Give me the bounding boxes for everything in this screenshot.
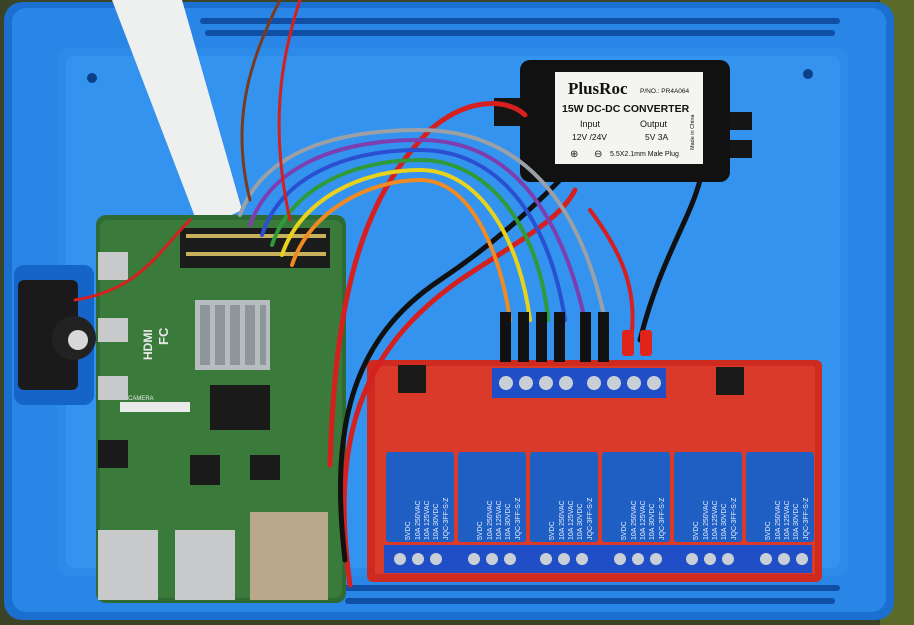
converter-output-label: Output [640,119,668,129]
camera-silkscreen: CAMERA [128,396,154,402]
converter-title: 15W DC-DC CONVERTER [562,103,690,115]
relay-2-label: 5VDC 10A 250VAC 10A 125VAC 10A 30VDC JQC… [477,497,522,540]
svg-text:10A 30VDC: 10A 30VDC [577,503,584,540]
svg-text:5VDC: 5VDC [765,521,772,540]
micro-hdmi-port-2 [98,376,128,400]
svg-text:10A 250VAC: 10A 250VAC [775,500,782,540]
svg-text:JQC-3FF-S-Z: JQC-3FF-S-Z [443,497,450,540]
svg-text:10A 30VDC: 10A 30VDC [505,503,512,540]
relay-1-label: 5VDC 10A 250VAC 10A 125VAC 10A 30VDC JQC… [405,497,450,540]
svg-text:JQC-3FF-S-Z: JQC-3FF-S-Z [659,497,666,540]
red-connectors [622,330,652,356]
svg-text:JQC-3FF-S-Z: JQC-3FF-S-Z [731,497,738,540]
svg-text:10A 250VAC: 10A 250VAC [559,500,566,540]
converter-output-value: 5V 3A [645,132,668,142]
converter-input-value: 12V /24V [572,132,607,142]
converter-part-number: P/NO.: PR4A064 [640,88,690,95]
converter-origin: Made in China [690,114,696,150]
svg-text:5VDC: 5VDC [405,521,412,540]
audio-jack [98,440,128,468]
relay-board [367,360,822,582]
svg-text:10A 250VAC: 10A 250VAC [487,500,494,540]
relay-3-label: 5VDC 10A 250VAC 10A 125VAC 10A 30VDC JQC… [549,497,594,540]
plus-symbol: ⊕ [570,149,578,160]
relay-5-label: 5VDC 10A 250VAC 10A 125VAC 10A 30VDC JQC… [693,497,738,540]
svg-text:10A 250VAC: 10A 250VAC [631,500,638,540]
svg-text:10A 30VDC: 10A 30VDC [649,503,656,540]
cooling-fan [18,280,96,390]
svg-text:5VDC: 5VDC [621,521,628,540]
svg-text:10A 250VAC: 10A 250VAC [703,500,710,540]
hdmi-silkscreen: HDMI [141,329,155,360]
svg-text:10A 125VAC: 10A 125VAC [568,500,575,540]
usb-port-pair-1 [98,530,158,600]
svg-text:5VDC: 5VDC [477,521,484,540]
svg-text:JQC-3FF-S-Z: JQC-3FF-S-Z [515,497,522,540]
svg-text:5VDC: 5VDC [693,521,700,540]
relay-cubes [386,452,814,542]
converter-input-label: Input [580,119,601,129]
ribbon-cable [112,0,242,230]
svg-text:10A 125VAC: 10A 125VAC [496,500,503,540]
converter-plug: 5.5X2.1mm Male Plug [610,151,679,158]
svg-text:10A 125VAC: 10A 125VAC [712,500,719,540]
svg-text:JQC-3FF-S-Z: JQC-3FF-S-Z [803,497,810,540]
relay-4-label: 5VDC 10A 250VAC 10A 125VAC 10A 30VDC JQC… [621,497,666,540]
svg-text:10A 30VDC: 10A 30VDC [793,503,800,540]
converter-label [555,72,703,164]
svg-text:JQC-3FF-S-Z: JQC-3FF-S-Z [587,497,594,540]
svg-text:5VDC: 5VDC [549,521,556,540]
relay-6-label: 5VDC 10A 250VAC 10A 125VAC 10A 30VDC JQC… [765,497,810,540]
micro-hdmi-port-1 [98,318,128,342]
converter-brand: PlusRoc [568,79,628,98]
dc-dc-converter [494,60,752,182]
svg-text:10A 30VDC: 10A 30VDC [721,503,728,540]
fcc-mark: FC [156,327,171,345]
minus-symbol: ⊖ [594,149,602,160]
dupont-connectors [500,312,609,362]
raspberry-pi-board [96,215,346,603]
ethernet-port [250,512,328,600]
svg-text:10A 125VAC: 10A 125VAC [640,500,647,540]
svg-text:10A 125VAC: 10A 125VAC [424,500,431,540]
svg-text:10A 250VAC: 10A 250VAC [415,500,422,540]
svg-text:10A 30VDC: 10A 30VDC [433,503,440,540]
svg-text:10A 125VAC: 10A 125VAC [784,500,791,540]
usb-port-pair-2 [175,530,235,600]
wiring [73,0,703,588]
usb-c-port [98,252,128,280]
